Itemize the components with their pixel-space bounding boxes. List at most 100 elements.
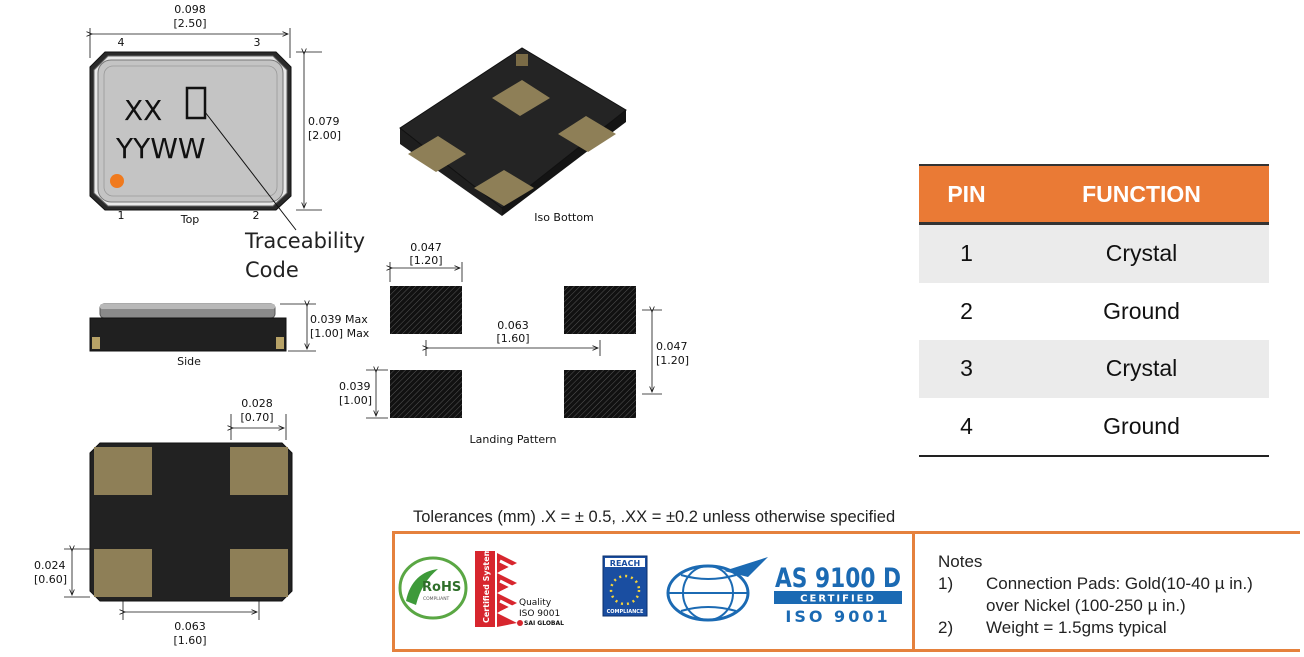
bottom-pitch-mm: [1.60] (173, 634, 206, 647)
side-pad-left (92, 337, 100, 349)
iso-pad-right (558, 116, 616, 152)
lp-pitch-in: 0.063 (497, 319, 529, 332)
lp-padh-mm: [1.00] (339, 394, 372, 407)
bottom-pad-2 (230, 549, 288, 597)
notes-block: Notes 1) Connection Pads: Gold(10-40 µ i… (938, 551, 1253, 639)
lp-padw-mm: [1.20] (409, 254, 442, 267)
table-row: 1 Crystal (919, 223, 1269, 283)
side-lid-top (100, 304, 275, 309)
top-pin-4: 4 (118, 36, 125, 49)
sai-global-text: SAI GLOBAL (524, 620, 564, 627)
side-height-in: 0.039 Max (310, 313, 368, 326)
lp-padw-in: 0.047 (410, 241, 442, 254)
notes-title: Notes (938, 552, 983, 571)
pin-cell: 4 (919, 397, 1014, 457)
certification-box (392, 531, 1300, 652)
bottom-pad-4 (94, 447, 152, 495)
note-line: Connection Pads: Gold(10-40 µ in.) (986, 574, 1253, 593)
side-view-drawing: 0.039 Max [1.00] Max Side (89, 292, 370, 368)
lp-pitch-mm: [1.60] (496, 332, 529, 345)
reach-logo-icon: REACH COMPLIANCE (602, 555, 648, 617)
rohs-sub-text: COMPLIANT (423, 596, 450, 602)
sai-iso-text: ISO 9001 (519, 609, 560, 619)
traceability-leader (204, 111, 297, 231)
pin1-indicator-dot (110, 174, 124, 188)
bottom-padw-in: 0.028 (241, 397, 273, 410)
function-cell: Crystal (1014, 223, 1269, 283)
side-height-mm: [1.00] Max (310, 327, 370, 340)
side-view-label: Side (177, 355, 201, 368)
iso-pad-left (408, 136, 466, 172)
bottom-padw-mm: [0.70] (240, 411, 273, 424)
lp-span-in: 0.047 (656, 340, 688, 353)
marking-yyww: YYWW (115, 132, 206, 165)
pin-cell: 3 (919, 340, 1014, 398)
sai-global-logo-icon: Certified System Quality ISO 9001 SAI GL… (475, 548, 564, 627)
pin-column-header: PIN (919, 164, 1014, 225)
landing-pattern-drawing: 0.047 [1.20] 0.063 [1.60] 0.047 [1.20] 0… (339, 241, 689, 446)
iso-bottom-drawing: Iso Bottom (399, 47, 627, 224)
as9100d-logo-icon: AS 9100 D CERTIFIED ISO 9001 (666, 557, 902, 626)
marking-xx: XX (124, 94, 162, 127)
note-line: over Nickel (100-250 µ in.) (986, 596, 1186, 615)
top-width-in: 0.098 (174, 3, 206, 16)
as9100-certified-text: CERTIFIED (800, 594, 876, 605)
note-item: 1) Connection Pads: Gold(10-40 µ in.) ov… (938, 573, 1253, 617)
lp-pad-top-right (564, 286, 636, 334)
pin-function-table: PIN FUNCTION 1 Crystal 2 Ground 3 Crysta… (919, 164, 1269, 457)
bottom-pad-3 (230, 447, 288, 495)
certification-logos: RoHS COMPLIANT Certified System Quality … (398, 548, 902, 627)
function-cell: Ground (1103, 297, 1180, 324)
landing-pattern-label: Landing Pattern (470, 433, 557, 446)
pin-table-header-row: PIN FUNCTION (919, 164, 1269, 225)
rohs-text: RoHS (422, 580, 461, 595)
table-row: 3 Crystal (919, 340, 1269, 398)
lp-span-mm: [1.20] (656, 354, 689, 367)
table-row: 4 Ground (919, 397, 1269, 457)
function-cell: Ground (1014, 397, 1269, 457)
note-item: 2) Weight = 1.5gms typical (938, 617, 1253, 639)
cert-notes-divider (912, 531, 915, 652)
pin-cell: 1 (919, 223, 1014, 283)
top-pin-2: 2 (253, 209, 260, 222)
bottom-padh-mm: [0.60] (34, 573, 67, 586)
top-height-mm: [2.00] (308, 129, 341, 142)
sai-banner-text: Certified System (482, 548, 491, 623)
bottom-pad-1 (94, 549, 152, 597)
lp-pad-bottom-left (390, 370, 462, 418)
iso-body-top (399, 47, 627, 209)
iso-pad-bottom (474, 170, 534, 206)
function-column-header: FUNCTION (1014, 164, 1269, 225)
pin-cell: 2 (960, 297, 973, 324)
as9100-main-text: AS 9100 D (775, 563, 901, 594)
side-pad-right (276, 337, 284, 349)
top-height-in: 0.079 (308, 115, 340, 128)
top-width-mm: [2.50] (173, 17, 206, 30)
traceability-label-2: Code (245, 258, 299, 282)
as9100-iso-text: ISO 9001 (785, 607, 890, 626)
top-pin-3: 3 (254, 36, 261, 49)
side-body (89, 317, 287, 352)
top-view-drawing: 0.098 [2.50] XX YYWW 4 3 1 2 Top 0.079 [… (0, 3, 365, 282)
reach-top-text: REACH (610, 559, 640, 568)
top-pin-1: 1 (118, 209, 125, 222)
traceability-label-1: Traceability (244, 229, 365, 253)
iso-bottom-label: Iso Bottom (534, 211, 594, 224)
iso-corner-notch (516, 54, 528, 66)
note-text: Weight = 1.5gms typical (986, 618, 1167, 637)
lp-pad-bottom-right (564, 370, 636, 418)
sai-quality-text: Quality (519, 598, 552, 608)
lp-padh-in: 0.039 (339, 380, 371, 393)
top-lid-inner (103, 65, 278, 197)
tolerance-note: Tolerances (mm) .X = ± 0.5, .XX = ±0.2 u… (413, 508, 896, 526)
bottom-padh-in: 0.024 (34, 559, 66, 572)
bottom-pitch-in: 0.063 (174, 620, 206, 633)
marking-box (185, 86, 207, 120)
bottom-view-drawing: 0.028 [0.70] 0.024 [0.60] 0.063 [1.60] (34, 397, 293, 647)
note-number: 1) (938, 574, 954, 593)
top-view-label: Top (180, 213, 200, 226)
note-text: Connection Pads: Gold(10-40 µ in.) over … (986, 573, 1253, 617)
table-row: 2 Ground (919, 283, 1269, 341)
note-number: 2) (938, 618, 954, 637)
lp-pad-top-left (390, 286, 462, 334)
